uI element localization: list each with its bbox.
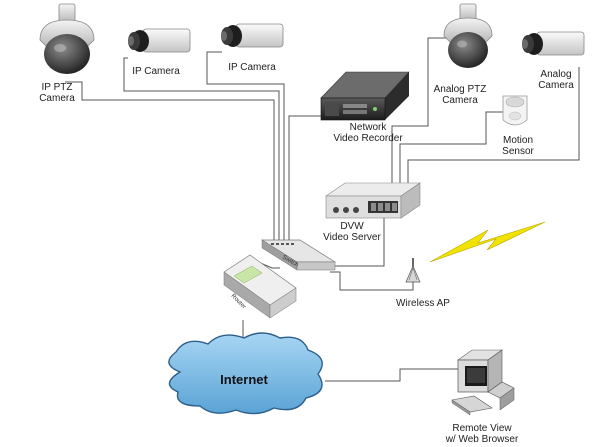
cloud-icon: [168, 332, 323, 415]
analog-camera-label-line2: Camera: [538, 80, 574, 91]
box-camera-icon: [221, 23, 284, 48]
ip-camera-2: IP Camera: [221, 23, 284, 73]
router: Router: [223, 254, 297, 319]
motion-sensor-icon: [502, 95, 528, 126]
wire-switch-video-server: [330, 218, 385, 267]
network-video-recorder: Network Video Recorder: [320, 71, 410, 144]
video-server-label-line2: Video Server: [323, 232, 381, 243]
cabling: [65, 37, 580, 382]
video-server-icon: [325, 182, 421, 219]
analog-ptz-camera: Analog PTZ Camera: [434, 3, 493, 106]
router-icon: Router: [223, 254, 297, 319]
video-server-label-line1: DVW: [340, 221, 364, 232]
nvr-label-line1: Network: [350, 122, 388, 133]
analog-camera: Analog Camera: [522, 31, 585, 91]
server-rack-icon: [320, 71, 410, 121]
box-camera-icon: [522, 31, 585, 56]
wire-analog-camera: [407, 67, 580, 183]
wire-ip-ptz: [65, 81, 275, 244]
wire-ip-camera-1: [123, 57, 280, 244]
analog-ptz-camera-label-line2: Camera: [442, 95, 478, 106]
motion-sensor-label-line1: Motion: [503, 135, 533, 146]
dome-camera-icon: [443, 3, 493, 68]
wire-ip-camera-2: [206, 51, 285, 244]
ip-camera-2-label: IP Camera: [228, 62, 276, 73]
analog-camera-label-line1: Analog: [540, 69, 571, 80]
wire-analog-ptz: [391, 37, 449, 183]
box-camera-icon: [128, 28, 191, 53]
wire-motion-sensor: [399, 111, 503, 183]
motion-sensor-label-line2: Sensor: [502, 146, 534, 157]
wireless-ap-label: Wireless AP: [396, 298, 450, 309]
dome-camera-icon: [39, 3, 95, 74]
remote-view-label-line2: w/ Web Browser: [445, 434, 519, 445]
network-switch-icon: Switch: [260, 239, 337, 271]
analog-ptz-camera-label-line1: Analog PTZ: [434, 84, 487, 95]
nvr-label-line2: Video Recorder: [333, 133, 403, 144]
ip-camera-1-label: IP Camera: [132, 66, 180, 77]
ip-ptz-camera-label-line2: Camera: [39, 93, 75, 104]
motion-sensor: Motion Sensor: [502, 95, 535, 157]
lightning-icon: [429, 221, 546, 263]
wire-nvr: [288, 115, 321, 244]
ip-camera-1: IP Camera: [128, 28, 191, 77]
internet-cloud: Internet: [168, 332, 323, 415]
video-server: DVW Video Server: [323, 182, 421, 243]
wireless-ap: Wireless AP: [396, 221, 546, 309]
remote-view-computer: Remote View w/ Web Browser: [445, 349, 519, 445]
wire-wireless-ap: [330, 271, 414, 291]
desktop-computer-icon: [451, 349, 515, 416]
ip-ptz-camera-label-line1: IP PTZ: [42, 82, 73, 93]
network-switch: Switch: [260, 239, 337, 271]
remote-view-label-line1: Remote View: [452, 423, 512, 434]
wire-remote-view: [325, 368, 462, 382]
ip-ptz-camera: IP PTZ Camera: [39, 3, 95, 104]
antenna-icon: [405, 258, 421, 283]
internet-label: Internet: [220, 372, 268, 387]
